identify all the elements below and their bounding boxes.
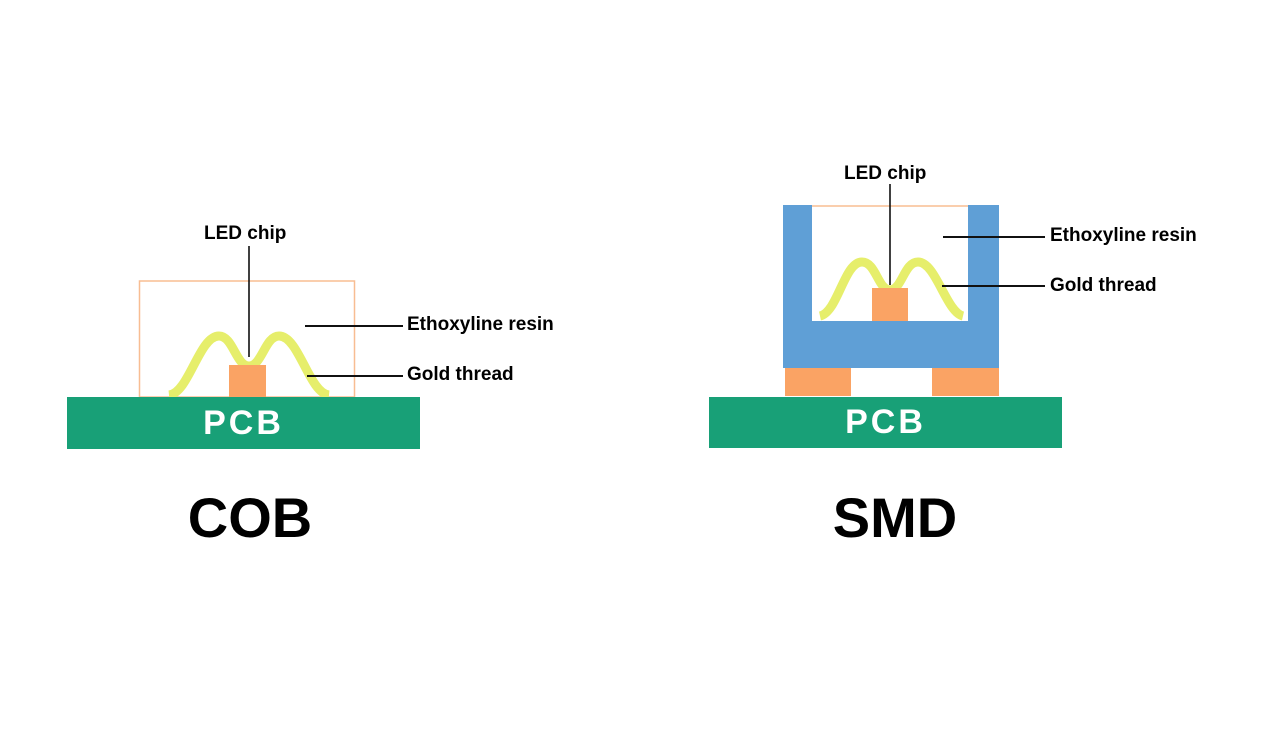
smd-title: SMD [832,486,958,549]
smd-pcb-label: PCB [845,403,926,441]
smd-housing-shape [783,205,999,368]
cob-title: COB [187,486,313,549]
cob-gold-label: Gold thread [407,364,514,385]
smd-right-pad [932,368,999,396]
smd-led-chip-shape [872,288,908,321]
cob-led-chip-shape [229,365,266,398]
cob-led-chip-label: LED chip [204,223,287,244]
smd-resin-label: Ethoxyline resin [1050,225,1197,246]
smd-led-chip-label: LED chip [844,163,927,184]
smd-pcb-bar [709,397,1062,448]
cob-diagram [67,246,420,449]
cob-pcb-label: PCB [203,403,284,442]
cob-resin-label: Ethoxyline resin [407,314,554,335]
smd-gold-label: Gold thread [1050,275,1157,296]
cob-pcb-bar [67,397,420,449]
smd-left-pad [785,368,851,396]
smd-diagram [709,184,1062,448]
